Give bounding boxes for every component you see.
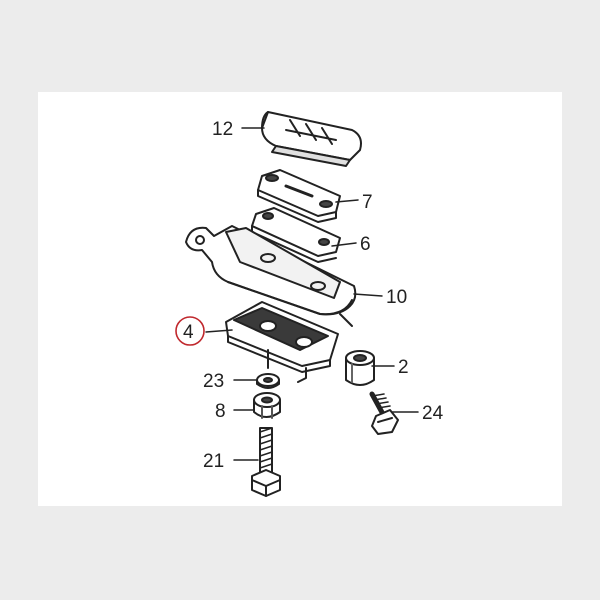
part-12-rubber (261, 111, 362, 167)
part-6-plate (251, 207, 341, 263)
callout-8: 8 (215, 401, 226, 422)
part-10-footpeg (185, 225, 357, 327)
callout-4: 4 (183, 322, 194, 343)
part-24-bolt (369, 391, 399, 435)
callout-12: 12 (212, 119, 233, 140)
callout-21: 21 (203, 451, 224, 472)
callout-6: 6 (360, 234, 371, 255)
callout-labels: 12 7 6 10 4 2 23 24 8 21 (183, 119, 444, 472)
callout-23: 23 (203, 371, 224, 392)
callout-2: 2 (398, 357, 409, 378)
callout-24: 24 (422, 403, 444, 424)
part-21-bolt (251, 427, 281, 497)
callout-10: 10 (386, 287, 407, 308)
part-23-washer (256, 373, 280, 389)
callout-7: 7 (362, 192, 373, 213)
highlight-circle (175, 316, 205, 346)
part-2-collar (345, 350, 375, 386)
part-4-bracket (225, 301, 339, 383)
part-8-nut (253, 392, 281, 419)
leader-lines (205, 127, 419, 461)
part-7-plate (257, 169, 341, 223)
